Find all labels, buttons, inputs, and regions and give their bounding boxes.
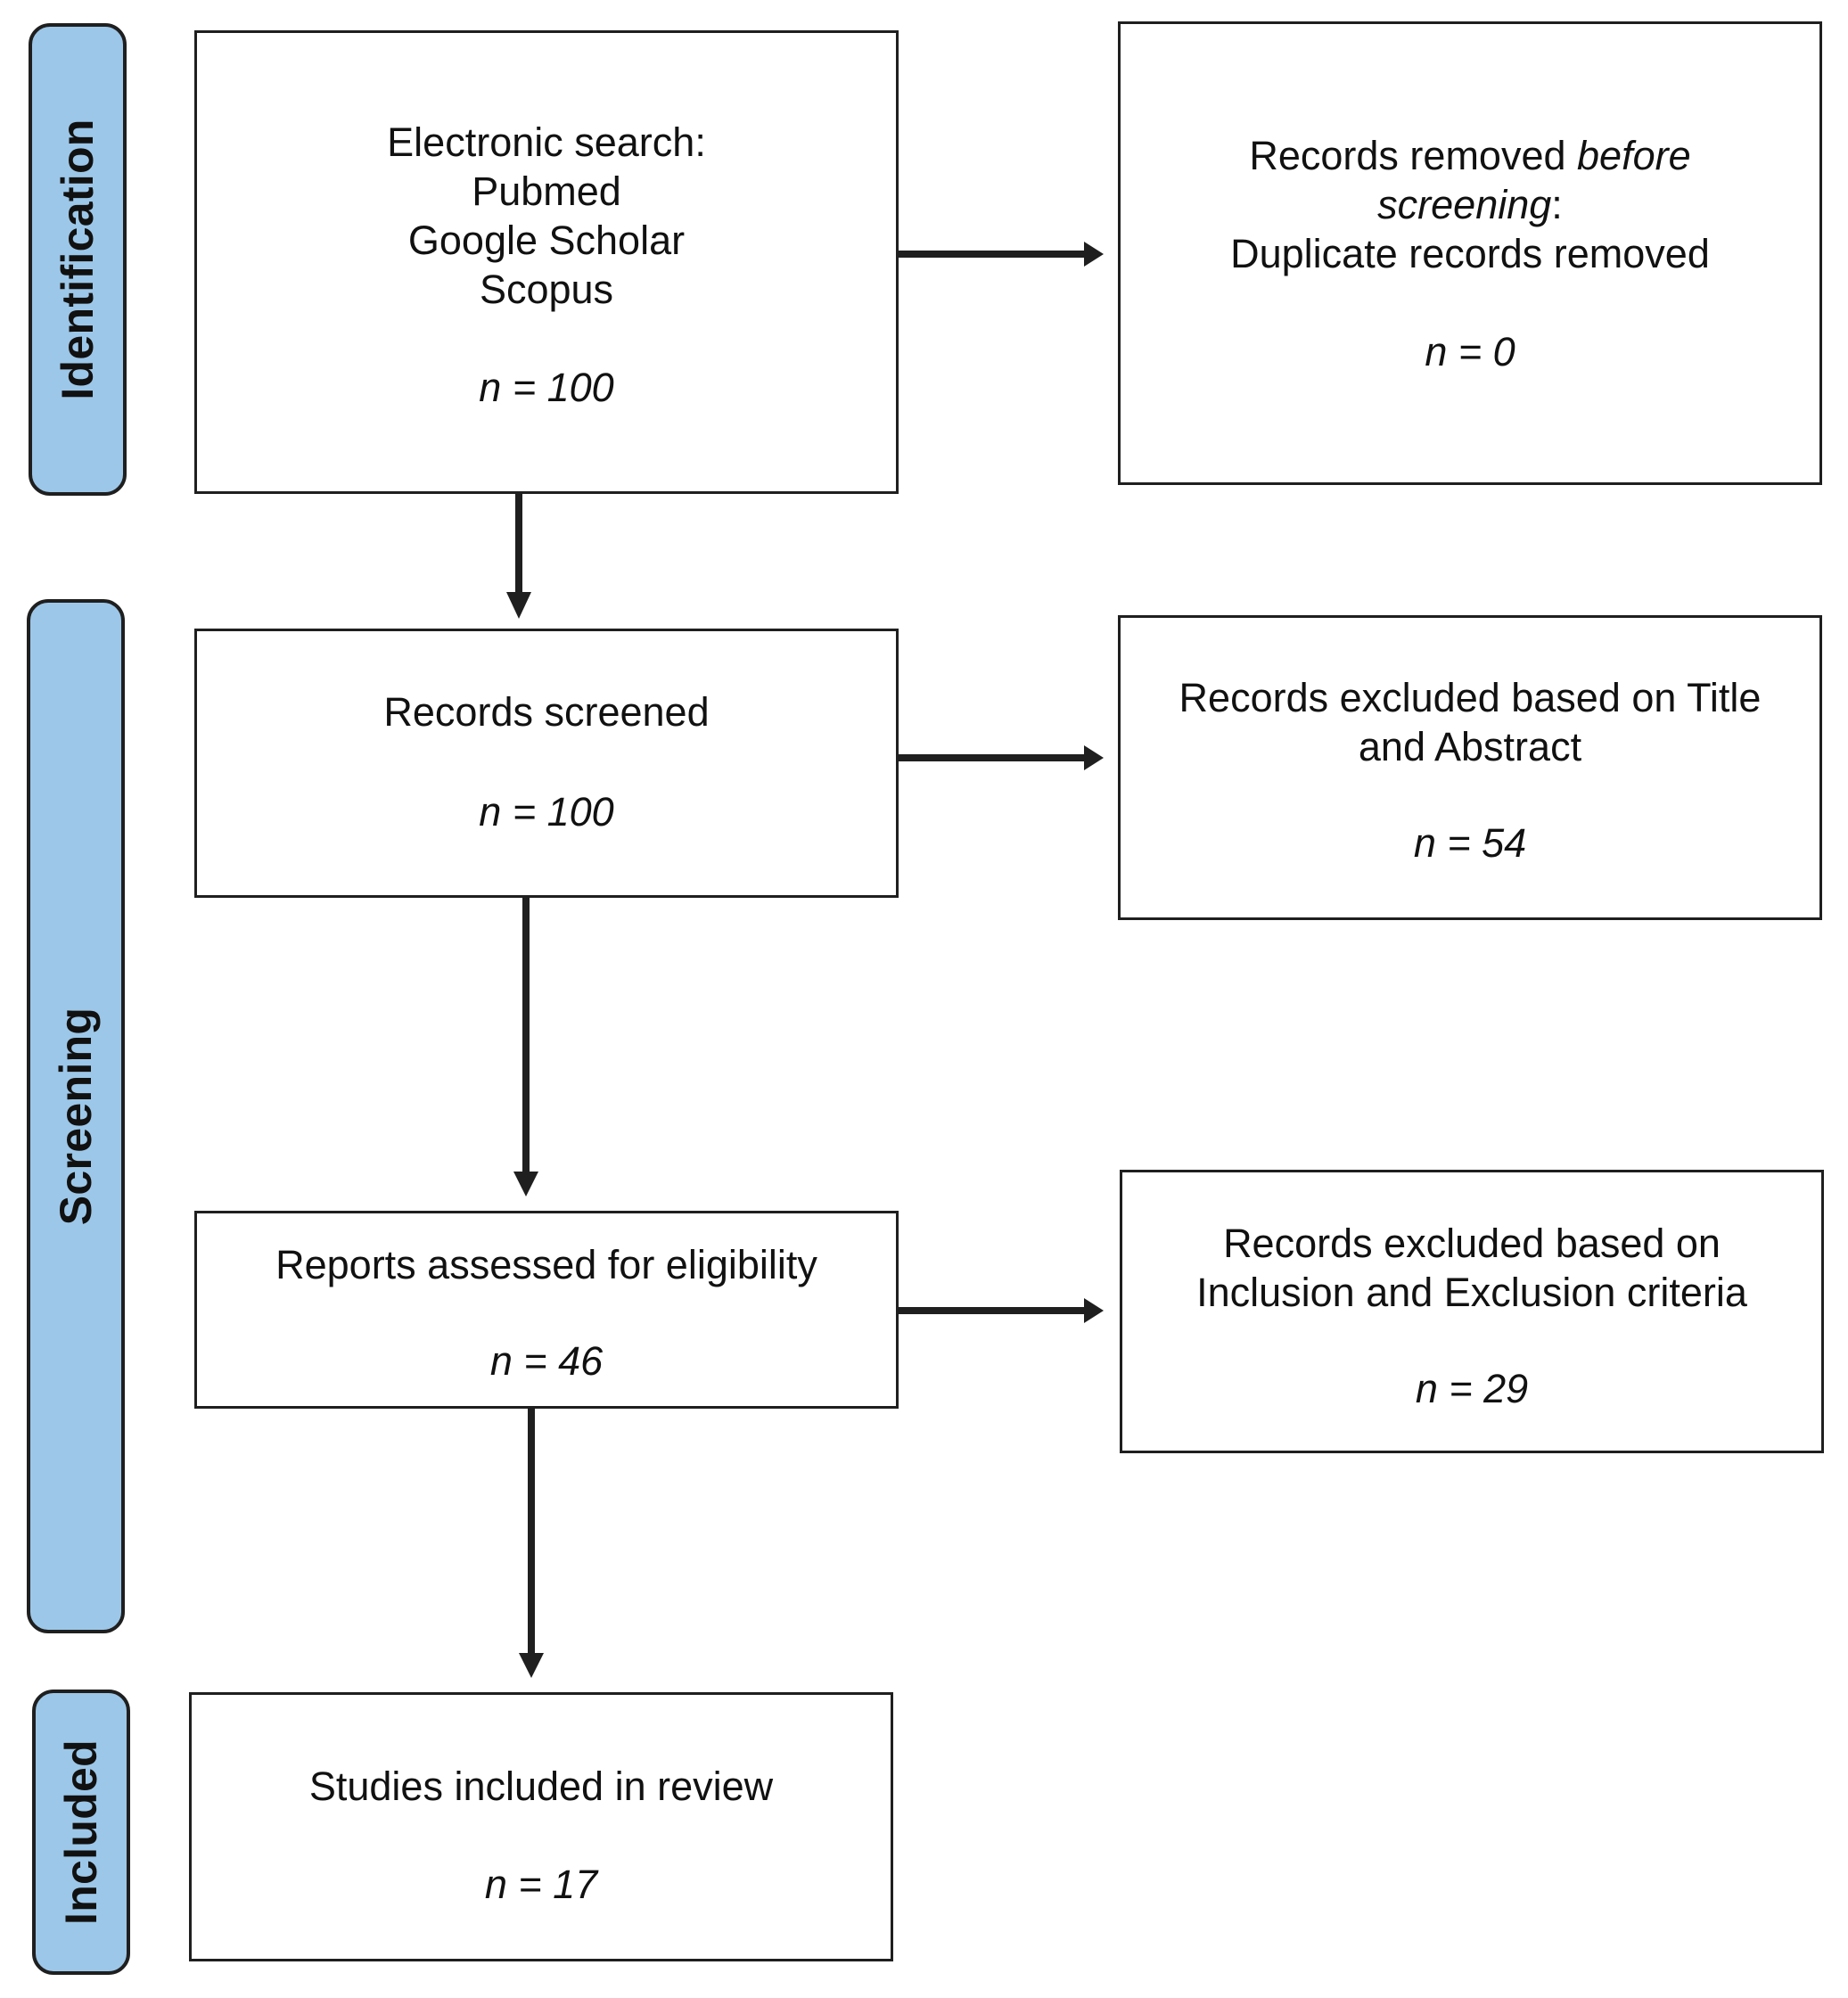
excluded-criteria-text: Records excluded based on Inclusion and … [1122,1219,1821,1317]
excluded-title-abstract-box: Records excluded based on Title and Abst… [1118,615,1822,920]
records-removed-line-2: screening: [1121,180,1819,229]
records-removed-before: before [1577,133,1691,178]
records-removed-text: Records removed before screening: Duplic… [1121,131,1819,278]
studies-included-line-1: Studies included in review [308,1764,774,1809]
excluded-title-abstract-line-2: and Abstract [1358,724,1582,769]
excluded-criteria-line-1: Records excluded based on [1223,1221,1721,1266]
reports-assessed-count: n = 46 [489,1338,604,1384]
reports-assessed-box: Reports assessed for eligibility n = 46 [194,1211,899,1409]
records-removed-prefix: Records removed [1249,133,1578,178]
excluded-title-abstract-line-1: Records excluded based on Title [1179,675,1762,720]
excluded-criteria-line-2: Inclusion and Exclusion criteria [1196,1270,1747,1315]
electronic-search-line-4: Scopus [479,267,614,312]
phase-included-label: Included [56,1739,106,1925]
excluded-title-abstract-count: n = 54 [1413,820,1527,866]
arrowhead-down-3 [519,1653,544,1678]
arrowhead-down-1 [506,592,531,619]
excluded-criteria-box: Records excluded based on Inclusion and … [1120,1170,1824,1453]
excluded-criteria-count: n = 29 [1415,1366,1529,1411]
records-screened-box: Records screened n = 100 [194,629,899,898]
records-removed-count: n = 0 [1425,329,1515,374]
arrowhead-down-2 [513,1172,538,1196]
reports-assessed-line-1: Reports assessed for eligibility [275,1242,817,1287]
records-removed-line-1: Records removed before [1121,131,1819,180]
studies-included-count: n = 17 [484,1862,598,1907]
excluded-title-abstract-text: Records excluded based on Title and Abst… [1121,673,1819,771]
phase-included: Included [32,1690,130,1975]
reports-assessed-text: Reports assessed for eligibility [197,1240,896,1289]
studies-included-text: Studies included in review [192,1762,891,1811]
electronic-search-text: Electronic search: Pubmed Google Scholar… [197,118,896,314]
electronic-search-line-2: Pubmed [472,169,621,214]
records-screened-text: Records screened [197,687,896,736]
records-removed-box: Records removed before screening: Duplic… [1118,21,1822,485]
records-removed-colon: : [1551,182,1563,227]
phase-identification: Identification [29,23,127,496]
arrowhead-right-3 [1084,1298,1104,1323]
arrowhead-right-1 [1084,242,1104,267]
records-removed-line-3: Duplicate records removed [1230,231,1710,276]
records-screened-line-1: Records screened [383,689,710,735]
records-removed-screening: screening [1377,182,1552,227]
phase-screening-label: Screening [51,1007,101,1226]
arrowhead-right-2 [1084,745,1104,770]
electronic-search-count: n = 100 [479,365,614,410]
studies-included-box: Studies included in review n = 17 [189,1692,893,1961]
electronic-search-box: Electronic search: Pubmed Google Scholar… [194,30,899,494]
records-screened-count: n = 100 [479,789,614,835]
electronic-search-line-1: Electronic search: [387,119,706,165]
phase-identification-label: Identification [53,119,103,400]
phase-screening: Screening [27,599,125,1633]
electronic-search-line-3: Google Scholar [407,218,686,263]
